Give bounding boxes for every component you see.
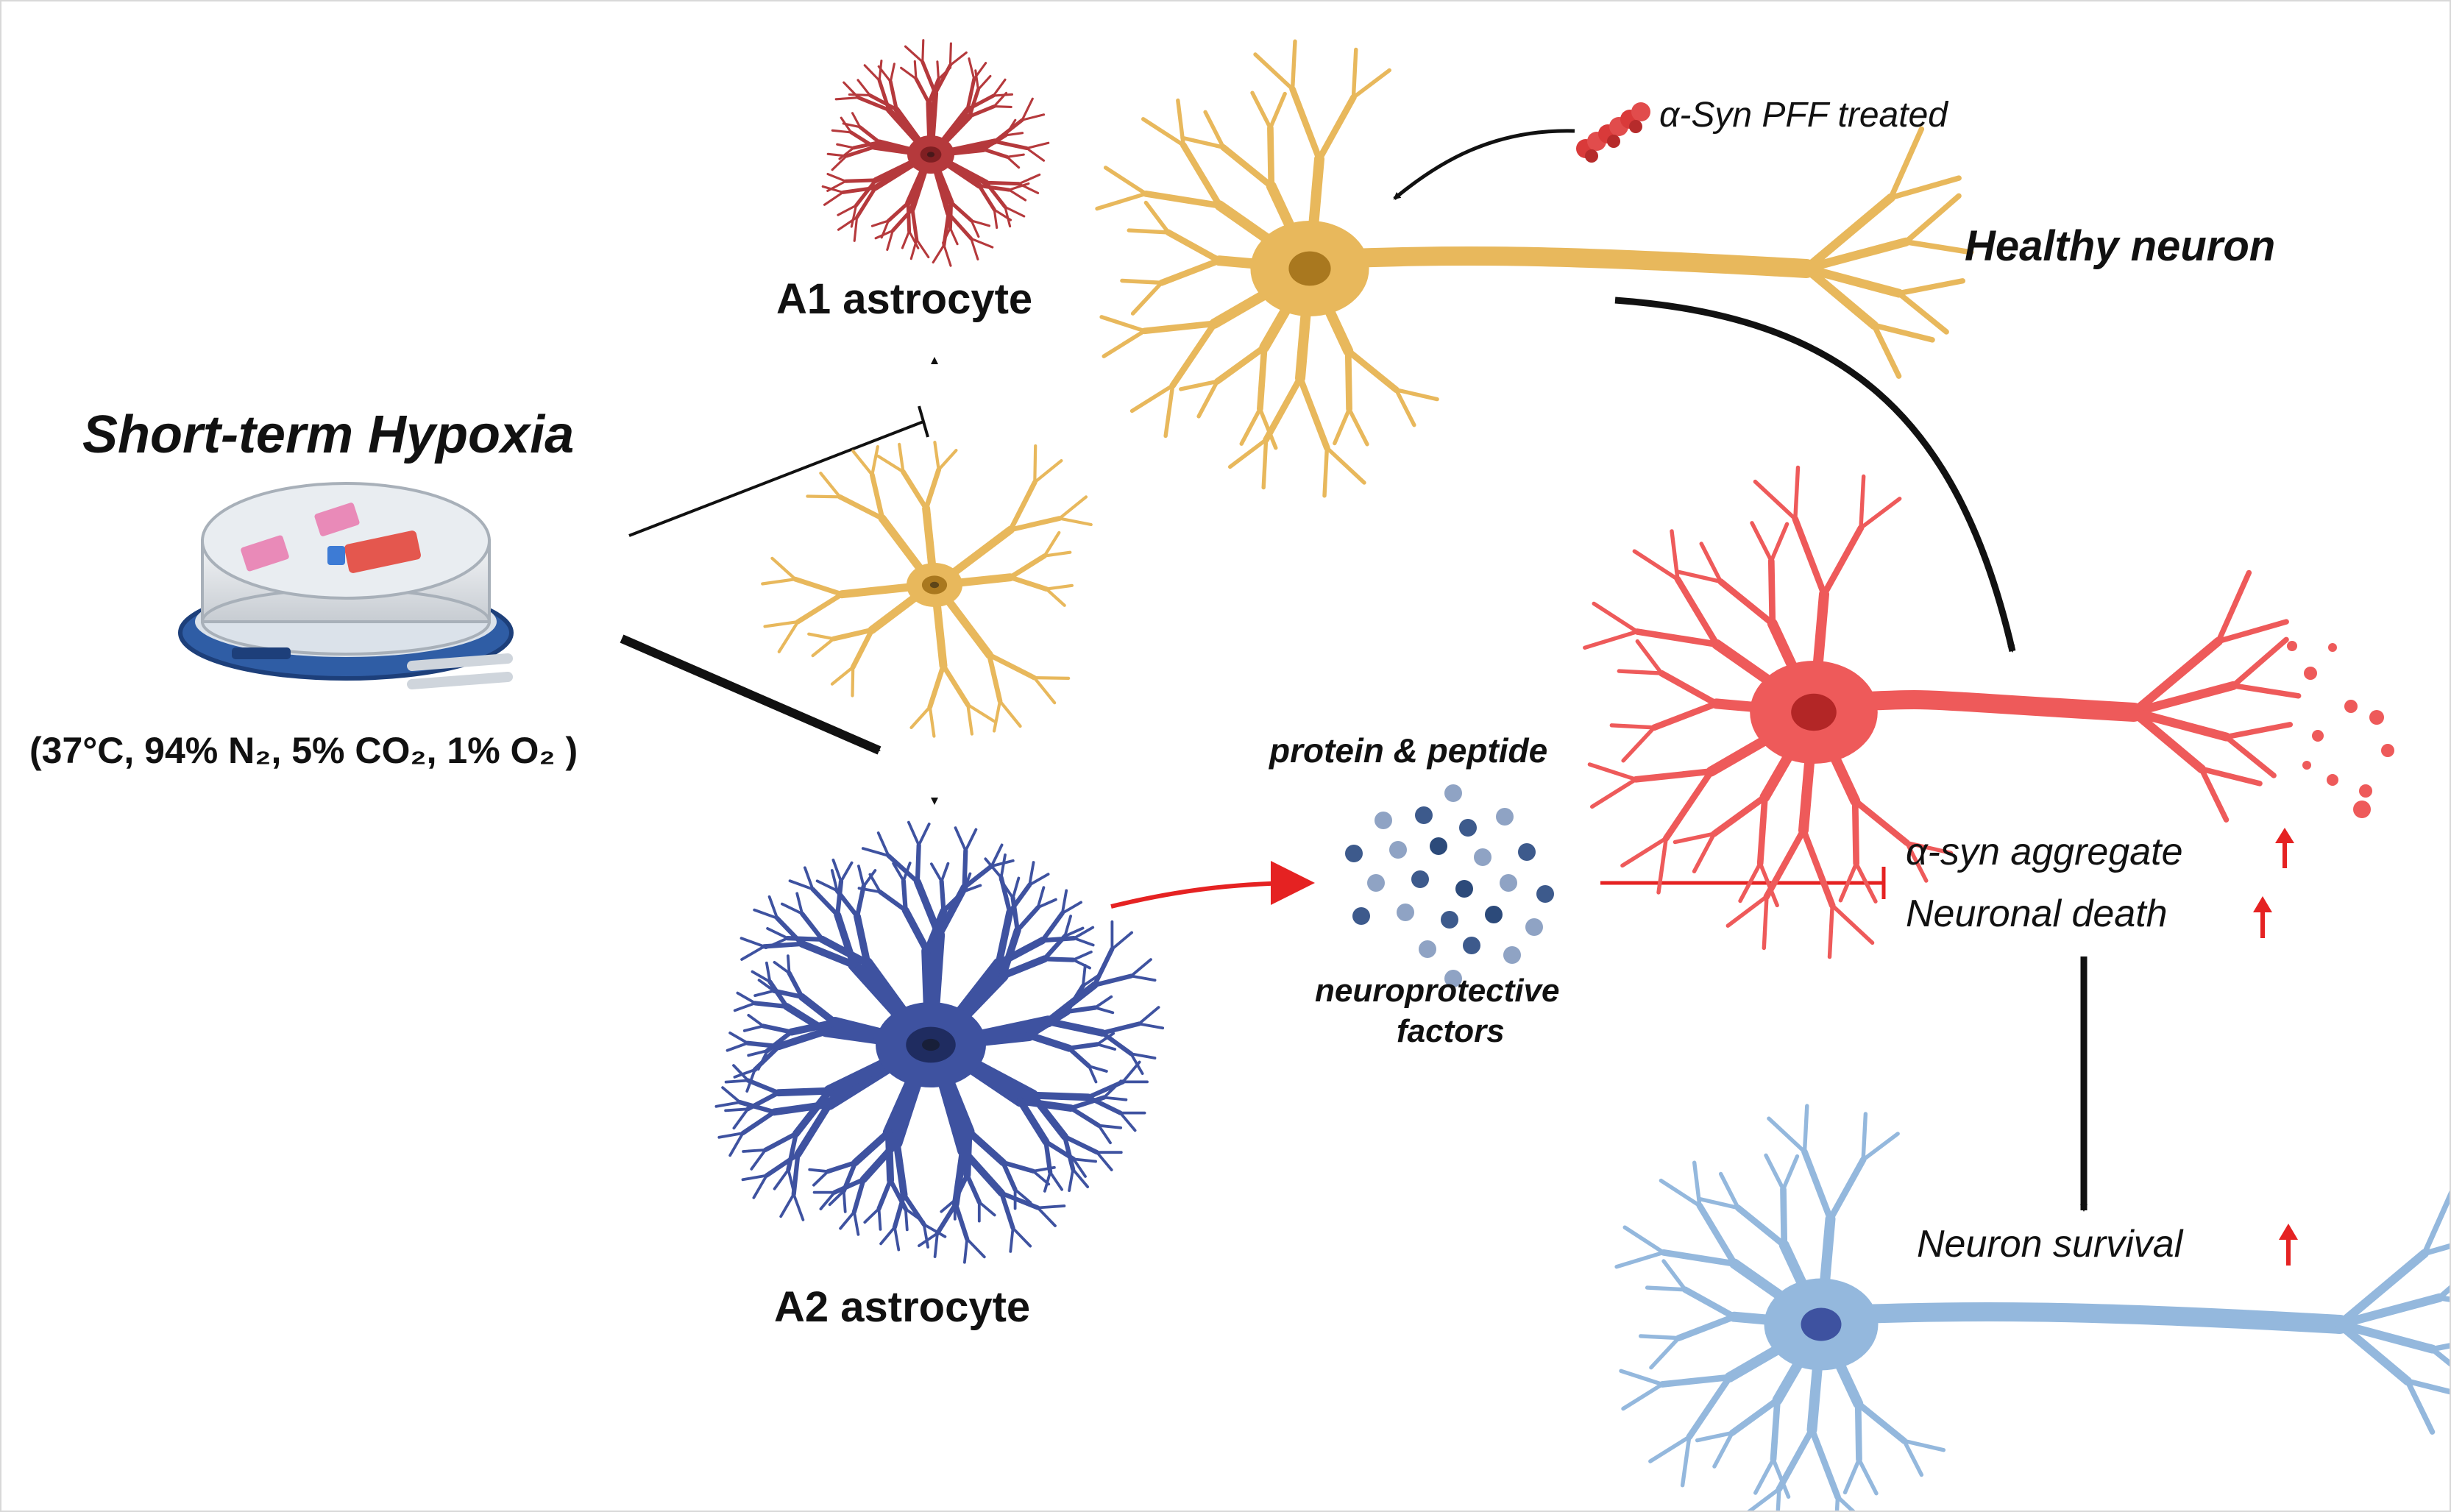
hypoxia-inhibit-a1-bar (918, 405, 929, 438)
death-increase-arrow-icon (2253, 896, 2272, 938)
hypoxia-title: Short-term Hypoxia (82, 405, 575, 464)
hypoxia-conditions: (37°C, 94% N₂, 5% CO₂, 1% O₂ ) (29, 730, 578, 771)
a2-to-factors-arrow (1110, 861, 1315, 909)
hypoxia-inhibit-a1-line (628, 420, 924, 537)
healthy-neuron-illustration (1095, 39, 1974, 498)
aggregate-increase-arrow-icon (2275, 828, 2294, 868)
neuroprotective-factor-particles (1345, 784, 1554, 987)
pff-treated-label: α-Syn PFF treated (1659, 96, 1948, 135)
resting-astrocyte-illustration (761, 440, 1093, 738)
neuronal-death-label: Neuronal death (1906, 892, 2168, 935)
hypoxia-to-a2-arrow (620, 634, 882, 755)
pff-to-neuron-arrow (1393, 129, 1575, 200)
surviving-neuron-illustration (1614, 1104, 2451, 1512)
pff-fibril-icon (1576, 102, 1650, 163)
damaged-neuron-illustration (1583, 465, 2302, 959)
a1-astrocyte-label: A1 astrocyte (776, 275, 1033, 323)
axon-fragments (2287, 641, 2394, 818)
protein-peptide-label: protein & peptide (1269, 731, 1548, 770)
healthy-to-damaged-arrow (1614, 297, 2016, 653)
neuroprotective-label: neuroprotective (1315, 973, 1560, 1009)
healthy-neuron-label: Healthy neuron (1965, 222, 2276, 270)
a2-astrocyte-illustration (714, 820, 1165, 1264)
a1-astrocyte-illustration (821, 39, 1050, 267)
a2-astrocyte-label: A2 astrocyte (774, 1283, 1031, 1331)
neuron-survival-label: Neuron survival (1917, 1223, 2183, 1266)
syn-aggregate-label: α-syn aggregate (1906, 831, 2183, 873)
survival-increase-arrow-icon (2279, 1224, 2298, 1266)
factors-label: factors (1397, 1013, 1505, 1049)
hypoxia-chamber-icon (178, 482, 514, 689)
